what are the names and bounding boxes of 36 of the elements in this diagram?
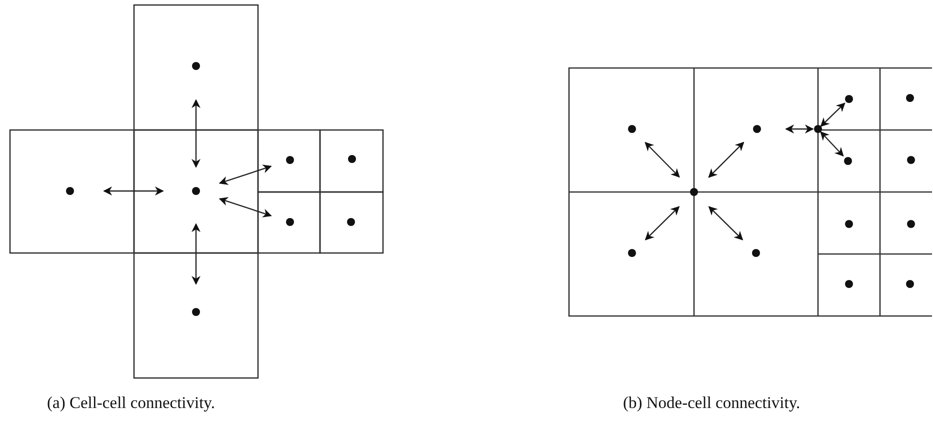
node-dot (907, 156, 915, 164)
node-dot (690, 188, 698, 196)
figure-caption: (b) Node-cell connectivity. (623, 393, 800, 413)
double-arrow (820, 131, 844, 157)
double-arrow (103, 186, 164, 196)
node-dot (752, 249, 760, 257)
figure-caption: (a) Cell-cell connectivity. (47, 393, 215, 413)
double-arrow (785, 124, 814, 134)
node-dot (907, 220, 915, 228)
node-dot (814, 125, 822, 133)
node-dot (845, 95, 853, 103)
node-dot (286, 156, 294, 164)
node-dot (628, 249, 636, 257)
double-arrow (644, 142, 680, 178)
node-dot (286, 218, 294, 226)
double-arrow (708, 206, 744, 240)
double-arrow (218, 164, 272, 185)
node-dot (906, 94, 914, 102)
node-dot (906, 280, 914, 288)
node-dot (348, 155, 356, 163)
double-arrow (192, 223, 200, 285)
double-arrow (218, 197, 272, 218)
node-dot (753, 125, 761, 133)
double-arrow (820, 102, 846, 127)
node-dot (844, 157, 852, 165)
double-arrow (644, 206, 680, 240)
double-arrow (708, 142, 744, 178)
node-dot (192, 187, 200, 195)
node-dot (66, 187, 74, 195)
node-dot (845, 280, 853, 288)
node-dot (192, 308, 200, 316)
double-arrow (192, 99, 200, 168)
node-dot (628, 125, 636, 133)
node-dot (845, 220, 853, 228)
node-dot (347, 218, 355, 226)
node-dot (192, 62, 200, 70)
